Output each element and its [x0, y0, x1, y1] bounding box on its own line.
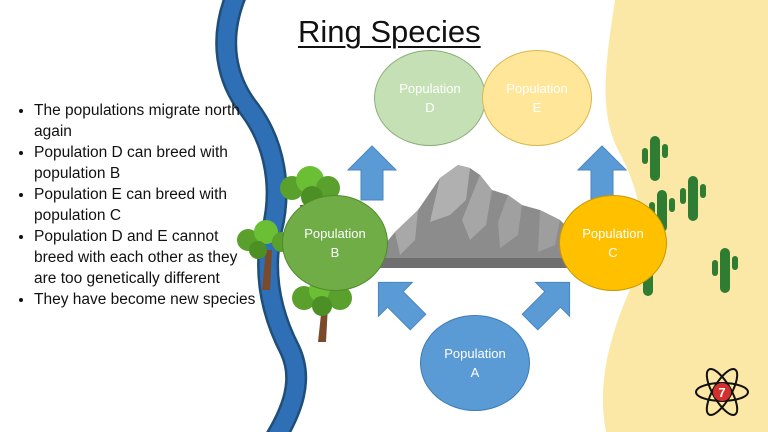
- slide-title: Ring Species: [298, 14, 481, 49]
- population-a-letter: A: [470, 365, 480, 380]
- population-d-letter: D: [425, 100, 435, 115]
- population-e-label: Population: [506, 81, 568, 96]
- population-a-node: Population A: [420, 315, 530, 411]
- cactus-1: [642, 136, 668, 181]
- population-c-label: Population: [582, 226, 644, 241]
- population-e-node: Population E: [482, 50, 592, 146]
- bullet-item: Population D can breed with population B: [34, 142, 259, 184]
- bullet-list: The populations migrate north again Popu…: [12, 100, 259, 310]
- population-e-letter: E: [532, 100, 542, 115]
- atom-logo: 7: [695, 368, 749, 416]
- cactus-4: [712, 248, 738, 293]
- population-a-label: Population: [444, 346, 506, 361]
- bullet-item: Population E can breed with population C: [34, 184, 259, 226]
- cactus-2: [680, 176, 706, 221]
- population-d-node: Population D: [374, 50, 486, 146]
- logo-number: 7: [718, 385, 725, 400]
- population-b-node: Population B: [282, 195, 388, 291]
- population-b-label: Population: [304, 226, 366, 241]
- arrow-a-to-c: [521, 281, 571, 331]
- population-d-label: Population: [399, 81, 461, 96]
- population-c-node: Population C: [559, 195, 667, 291]
- desert-region: [602, 0, 768, 432]
- arrow-a-to-b: [377, 281, 427, 331]
- population-c-letter: C: [608, 245, 618, 260]
- population-b-letter: B: [330, 245, 340, 260]
- bullet-item: Population D and E cannot breed with eac…: [34, 226, 259, 289]
- bullet-item: They have become new species: [34, 289, 259, 310]
- bullet-item: The populations migrate north again: [34, 100, 259, 142]
- arrow-b-to-d: [346, 145, 398, 201]
- arrow-c-to-e: [576, 145, 628, 201]
- mountain-image: [370, 165, 600, 268]
